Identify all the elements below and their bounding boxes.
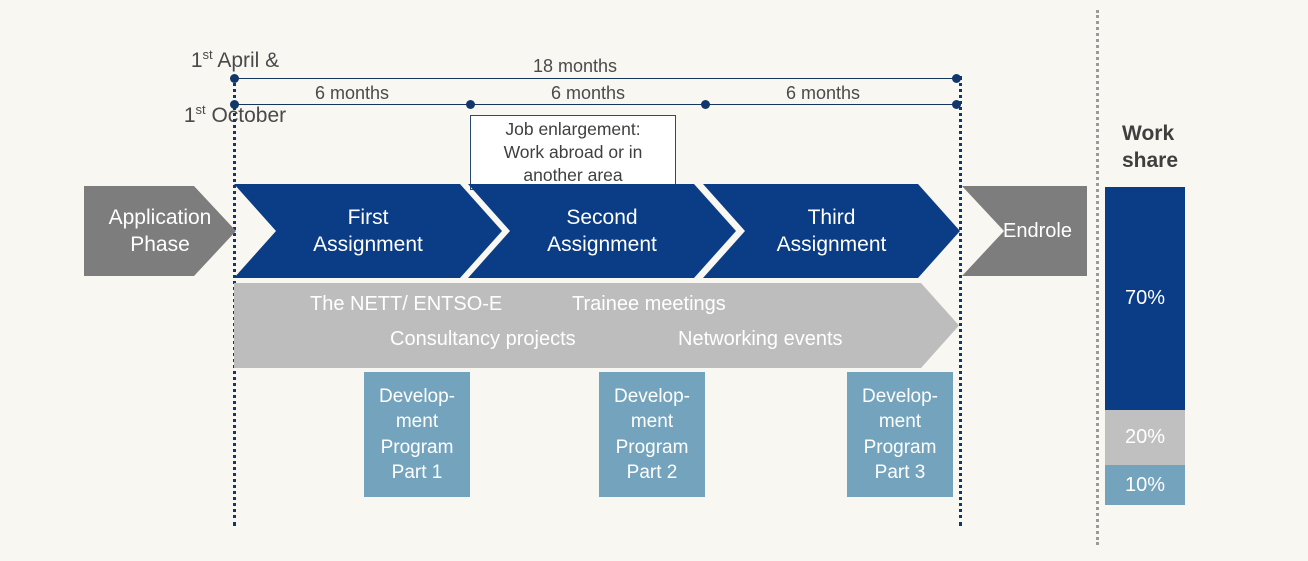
timeline-rule-segments	[234, 104, 960, 105]
work-share-segment-70: 70%	[1105, 187, 1185, 410]
duration-label-total: 18 months	[532, 56, 618, 76]
work-share-segment-20: 20%	[1105, 410, 1185, 465]
activity-consultancy-projects: Consultancy projects	[390, 328, 576, 350]
timeline-dot-seg-2	[701, 100, 710, 109]
work-share-segment-10: 10%	[1105, 465, 1185, 505]
development-program-part-1[interactable]: Develop- ment Program Part 1	[364, 372, 470, 497]
phase-label-application-phase: Application Phase	[108, 205, 212, 256]
phase-application-phase[interactable]: Application Phase	[84, 186, 236, 276]
timeline-rule-total	[234, 78, 960, 79]
phase-third-assignment[interactable]: Third Assignment	[703, 184, 960, 278]
timeline-dot-total-end	[952, 74, 961, 83]
phase-label-first-assignment: First Assignment	[313, 205, 423, 256]
start-date-line-1: 1st April &	[190, 46, 280, 72]
activity-band	[234, 283, 959, 368]
phase-label-second-assignment: Second Assignment	[547, 205, 657, 256]
duration-label-segment-1: 6 months	[314, 83, 390, 103]
job-enlargement-callout: Job enlargement: Work abroad or in anoth…	[470, 115, 676, 190]
activity-trainee-meetings: Trainee meetings	[572, 293, 726, 315]
work-share-divider	[1096, 10, 1099, 545]
program-end-boundary	[959, 76, 962, 526]
start-date-line-2: 1st October	[183, 101, 287, 127]
phase-endrole[interactable]: Endrole	[962, 186, 1087, 276]
phase-label-endrole: Endrole	[1003, 220, 1072, 242]
development-program-part-2[interactable]: Develop- ment Program Part 2	[599, 372, 705, 497]
activity-the-nett-entso-e: The NETT/ ENTSO-E	[310, 293, 503, 315]
duration-label-segment-2: 6 months	[550, 83, 626, 103]
timeline-dot-seg-3	[952, 100, 961, 109]
work-share-title: Work share	[1122, 122, 1179, 173]
phase-second-assignment[interactable]: Second Assignment	[468, 184, 736, 278]
development-program-part-3[interactable]: Develop- ment Program Part 3	[847, 372, 953, 497]
phase-first-assignment[interactable]: First Assignment	[234, 184, 502, 278]
duration-label-segment-3: 6 months	[785, 83, 861, 103]
activity-networking-events: Networking events	[678, 328, 843, 350]
timeline-dot-seg-1	[466, 100, 475, 109]
start-date-label: 1st April & 1st October	[150, 20, 320, 156]
phase-label-third-assignment: Third Assignment	[776, 205, 887, 256]
